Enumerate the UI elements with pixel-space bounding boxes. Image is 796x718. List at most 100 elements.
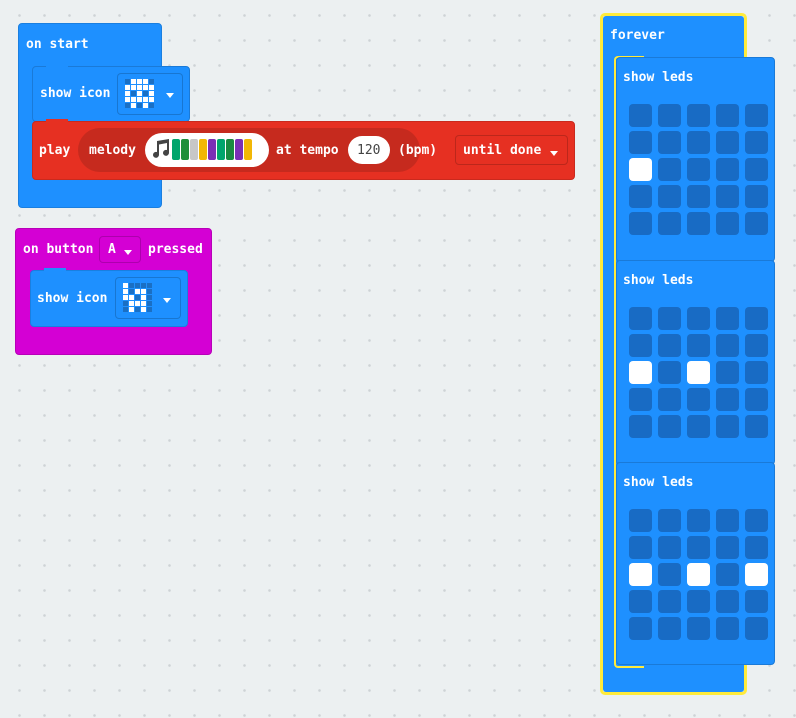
led-cell[interactable]: [658, 334, 681, 357]
led-cell[interactable]: [716, 563, 739, 586]
led-cell[interactable]: [687, 590, 710, 613]
melody-note: [208, 139, 216, 160]
led-cell[interactable]: [745, 536, 768, 559]
until-done-dropdown[interactable]: [455, 135, 568, 165]
led-cell[interactable]: [687, 185, 710, 208]
led-cell[interactable]: [716, 334, 739, 357]
led-cell[interactable]: [629, 131, 652, 154]
led-cell[interactable]: [629, 104, 652, 127]
melody-label: melody: [89, 143, 136, 158]
led-cell[interactable]: [658, 212, 681, 235]
led-cell[interactable]: [658, 509, 681, 532]
led-cell[interactable]: [629, 590, 652, 613]
led-cell[interactable]: [745, 590, 768, 613]
show-icon-label: show icon: [40, 86, 111, 101]
led-matrix[interactable]: [629, 509, 768, 640]
led-cell[interactable]: [716, 307, 739, 330]
led-cell[interactable]: [745, 212, 768, 235]
show-leds-label: show leds: [623, 475, 694, 490]
led-cell[interactable]: [716, 590, 739, 613]
led-cell[interactable]: [745, 158, 768, 181]
led-cell[interactable]: [687, 361, 710, 384]
led-cell[interactable]: [687, 131, 710, 154]
led-cell[interactable]: [745, 307, 768, 330]
led-cell[interactable]: [745, 185, 768, 208]
led-cell[interactable]: [687, 334, 710, 357]
letter-icon: [123, 283, 152, 312]
led-cell[interactable]: [658, 185, 681, 208]
led-cell[interactable]: [745, 131, 768, 154]
led-cell[interactable]: [745, 415, 768, 438]
led-cell[interactable]: [716, 158, 739, 181]
led-cell[interactable]: [629, 334, 652, 357]
music-note-icon: [151, 138, 171, 164]
led-cell[interactable]: [745, 617, 768, 640]
led-cell[interactable]: [687, 388, 710, 411]
led-cell[interactable]: [629, 388, 652, 411]
led-cell[interactable]: [716, 415, 739, 438]
led-cell[interactable]: [687, 212, 710, 235]
melody-notes: [172, 139, 252, 160]
led-cell[interactable]: [658, 617, 681, 640]
play-label: play: [39, 143, 71, 158]
led-cell[interactable]: [629, 536, 652, 559]
melody-note: [226, 139, 234, 160]
led-cell[interactable]: [658, 361, 681, 384]
until-done-label: until done: [463, 143, 542, 158]
led-cell[interactable]: [687, 104, 710, 127]
led-cell[interactable]: [629, 307, 652, 330]
tempo-value: 120: [357, 143, 381, 158]
led-cell[interactable]: [716, 104, 739, 127]
led-cell[interactable]: [629, 563, 652, 586]
led-cell[interactable]: [658, 158, 681, 181]
led-cell[interactable]: [629, 185, 652, 208]
led-cell[interactable]: [629, 361, 652, 384]
led-matrix[interactable]: [629, 104, 768, 235]
led-cell[interactable]: [716, 131, 739, 154]
led-cell[interactable]: [687, 617, 710, 640]
pressed-label: pressed: [148, 242, 203, 257]
chevron-down-icon: [124, 245, 132, 260]
led-cell[interactable]: [658, 307, 681, 330]
led-cell[interactable]: [629, 212, 652, 235]
led-cell[interactable]: [687, 307, 710, 330]
led-matrix[interactable]: [629, 307, 768, 438]
led-cell[interactable]: [658, 131, 681, 154]
led-cell[interactable]: [716, 212, 739, 235]
led-cell[interactable]: [745, 104, 768, 127]
led-cell[interactable]: [629, 158, 652, 181]
led-cell[interactable]: [687, 158, 710, 181]
led-cell[interactable]: [658, 536, 681, 559]
led-cell[interactable]: [716, 617, 739, 640]
tempo-label: at tempo: [276, 143, 339, 158]
led-cell[interactable]: [745, 509, 768, 532]
led-cell[interactable]: [658, 563, 681, 586]
led-cell[interactable]: [745, 334, 768, 357]
led-cell[interactable]: [716, 536, 739, 559]
led-cell[interactable]: [629, 415, 652, 438]
led-cell[interactable]: [687, 536, 710, 559]
chevron-down-icon: [550, 146, 558, 161]
melody-note: [217, 139, 225, 160]
led-cell[interactable]: [629, 617, 652, 640]
led-cell[interactable]: [629, 509, 652, 532]
led-cell[interactable]: [745, 563, 768, 586]
tempo-input[interactable]: [348, 136, 390, 164]
bpm-label: (bpm): [398, 143, 438, 158]
led-cell[interactable]: [716, 388, 739, 411]
led-cell[interactable]: [745, 361, 768, 384]
led-cell[interactable]: [687, 415, 710, 438]
led-cell[interactable]: [716, 509, 739, 532]
button-dropdown[interactable]: [99, 236, 141, 263]
led-cell[interactable]: [658, 590, 681, 613]
led-cell[interactable]: [658, 104, 681, 127]
led-cell[interactable]: [687, 509, 710, 532]
led-cell[interactable]: [658, 388, 681, 411]
led-cell[interactable]: [716, 361, 739, 384]
chevron-down-icon: [166, 88, 174, 103]
led-cell[interactable]: [745, 388, 768, 411]
led-cell[interactable]: [687, 563, 710, 586]
led-cell[interactable]: [716, 185, 739, 208]
show-leds-label: show leds: [623, 70, 694, 85]
led-cell[interactable]: [658, 415, 681, 438]
